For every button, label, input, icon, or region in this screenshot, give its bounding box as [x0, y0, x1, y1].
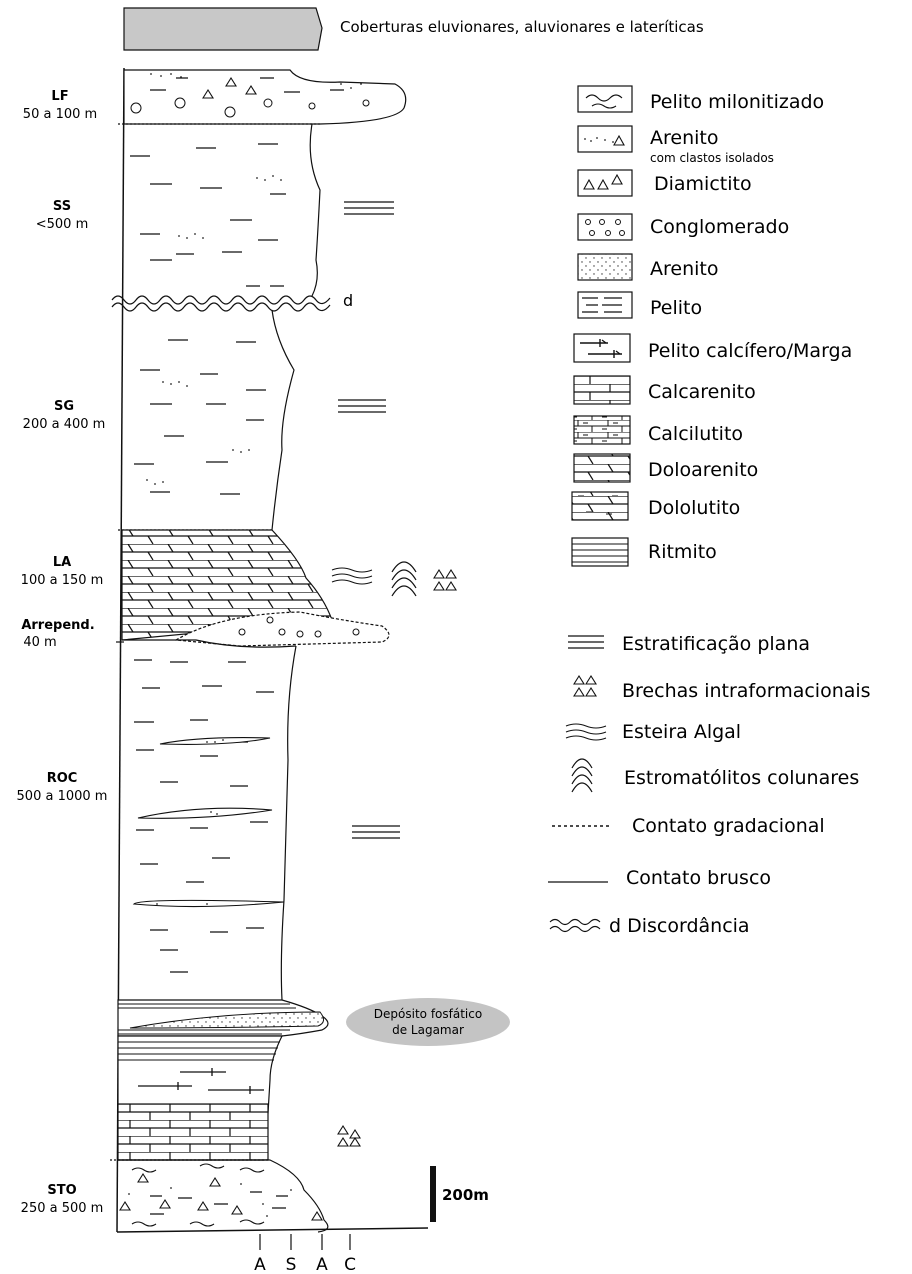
legend-label-conglomerate: Conglomerado [650, 216, 789, 238]
legend-label-sharp: Contato brusco [626, 867, 771, 889]
legend-label-doloarenite: Doloarenito [648, 459, 758, 481]
unit-roc-thickness: 500 a 1000 m [17, 789, 108, 804]
unit-arrependido-thickness: 40 m [23, 635, 56, 650]
algal-mat-symbol [332, 568, 372, 584]
breccia-symbol-roc [338, 1126, 360, 1146]
legend-label-gradational: Contato gradacional [632, 815, 825, 837]
stromatolite-icon [572, 759, 592, 792]
legend-label-calcilutite: Calcilutito [648, 423, 743, 445]
unit-lf-code: LF [51, 89, 68, 104]
unit-la-code: LA [53, 555, 71, 570]
phosphate-note-line1: Depósito fosfático [374, 1007, 482, 1021]
breccia-symbol-la [434, 570, 456, 590]
scale-label: 200m [442, 1186, 489, 1204]
unconformity-mark: d [343, 291, 353, 310]
unconformity-line [112, 296, 330, 304]
calcarenite-swatch [574, 376, 630, 404]
unit-lf-thickness: 50 a 100 m [23, 107, 97, 122]
grain-axis-ticks [260, 1234, 350, 1250]
legend-label-marl: Pelito calcífero/Marga [648, 340, 852, 362]
unit-ss-thickness: <500 m [36, 217, 89, 232]
milonite-swatch [578, 86, 632, 112]
unit-roc-lower [118, 1036, 282, 1160]
phosphate-note: Depósito fosfático de Lagamar [346, 998, 510, 1046]
conglomerate-swatch [578, 214, 632, 240]
unit-ss-code: SS [53, 199, 71, 214]
cover-label: Coberturas eluvionares, aluvionares e la… [340, 18, 704, 36]
phosphate-note-line2: de Lagamar [392, 1023, 464, 1037]
legend-label-planar-bedding: Estratificação plana [622, 633, 810, 655]
unit-sg-code: SG [54, 399, 74, 414]
grain-axis-a1: A [254, 1255, 266, 1274]
legend-label-sandstone: Arenito [650, 258, 718, 280]
grain-axis-a2: A [316, 1255, 328, 1274]
stromatolite-symbol [392, 562, 416, 596]
unit-sg-thickness: 200 a 400 m [23, 417, 106, 432]
legend-label-sandstone-clasts: Arenito [650, 127, 718, 149]
unit-sto-body [118, 1160, 328, 1232]
grain-axis-c: C [344, 1255, 356, 1274]
legend-sub-sandstone-clasts: com clastos isolados [650, 151, 774, 165]
unit-ss-body [130, 124, 320, 296]
calcilutite-swatch [574, 416, 630, 444]
legend-label-rhythmite: Ritmito [648, 541, 717, 563]
unit-sto-thickness: 250 a 500 m [21, 1201, 104, 1216]
legend-label-dololutite: Dololutito [648, 497, 740, 519]
marl-swatch [574, 334, 630, 362]
legend-label-stromatolite: Estromatólitos colunares [624, 767, 859, 789]
unit-la-thickness: 100 a 150 m [21, 573, 104, 588]
legend-label-pelite: Pelito [650, 297, 702, 319]
algal-mat-icon [566, 724, 606, 740]
unit-arrependido-code: Arrepend. [21, 618, 94, 633]
unconformity-icon [550, 920, 600, 932]
legend-label-diamictite: Diamictito [654, 173, 752, 195]
sandstone-swatch [578, 254, 632, 280]
grain-axis-s: S [286, 1255, 297, 1274]
legend-label-breccia: Brechas intraformacionais [622, 680, 871, 702]
unit-sto-code: STO [47, 1183, 76, 1198]
planar-bedding-icon [568, 636, 604, 648]
legend-label-calcarenite: Calcarenito [648, 381, 756, 403]
sandstone-clasts-swatch [578, 126, 632, 152]
unit-sg-body [134, 310, 294, 530]
legend-label-milonite: Pelito milonitizado [650, 91, 824, 113]
unit-roc-code: ROC [47, 771, 78, 786]
cover-bar [124, 8, 322, 50]
scale-bar [430, 1166, 436, 1222]
legend-label-algal-mat: Esteira Algal [622, 721, 741, 743]
unit-roc-body [134, 646, 296, 1000]
legend-label-unconformity: d Discordância [609, 915, 750, 937]
phosphate-rhythmite [118, 1000, 328, 1036]
unit-lf-body [124, 70, 406, 124]
doloarenite-swatch [574, 454, 630, 482]
breccia-icon [574, 676, 596, 696]
column-base [117, 1228, 428, 1232]
